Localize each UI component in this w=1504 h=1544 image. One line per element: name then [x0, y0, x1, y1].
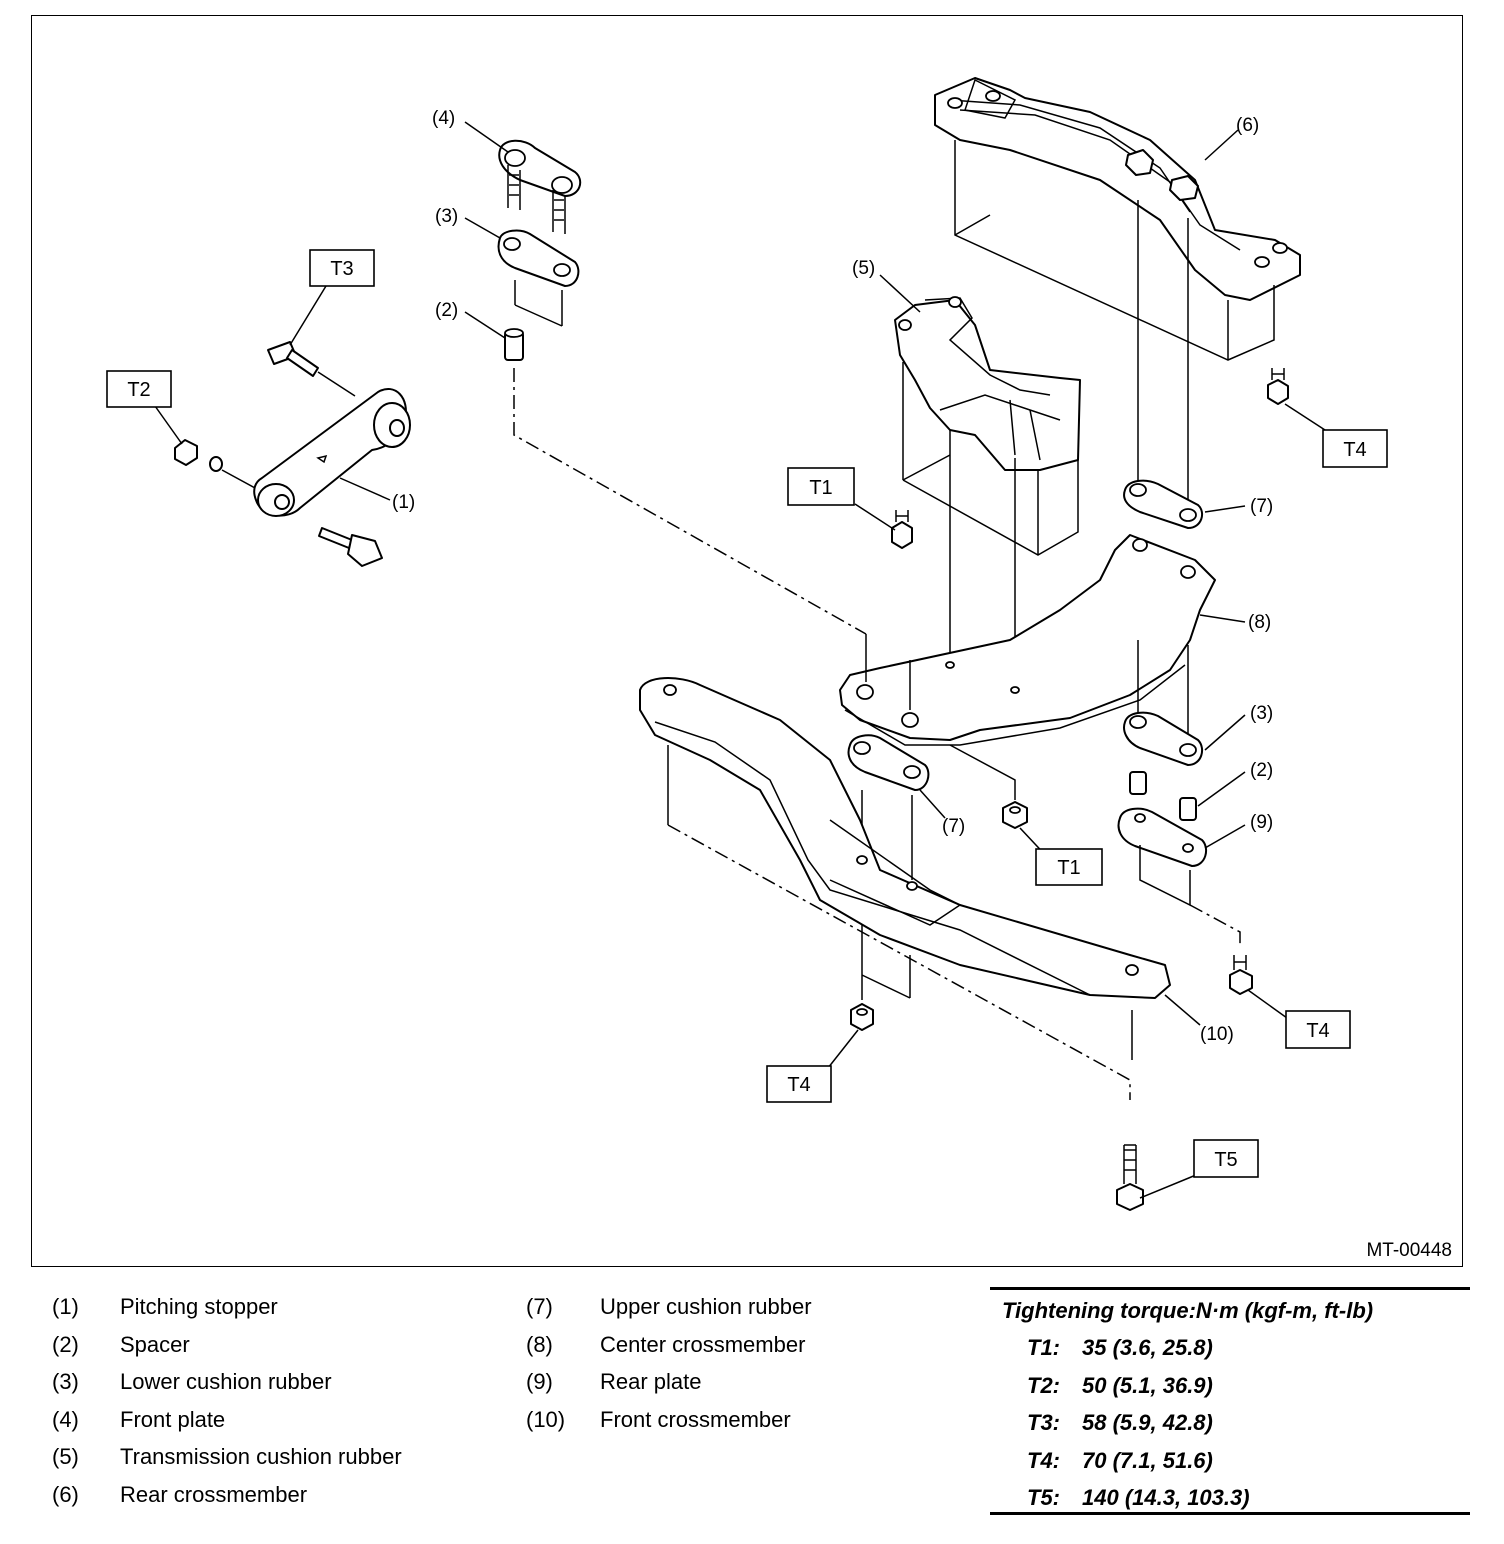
callout-9: (9)	[1250, 812, 1273, 833]
torque-value: 140 (14.3, 103.3)	[1082, 1485, 1250, 1510]
legend-number: (7)	[526, 1294, 553, 1319]
legend-part-name: Rear plate	[600, 1369, 702, 1394]
legend-part-name: Lower cushion rubber	[120, 1369, 332, 1394]
rear-plate	[1117, 807, 1241, 948]
t3-bolt	[267, 341, 356, 397]
center-crossmember	[839, 534, 1216, 800]
svg-text:T1: T1	[809, 477, 832, 499]
t1-upper-bolt	[891, 510, 913, 549]
lower-cushion-rubber-top	[497, 229, 580, 327]
torque-value: 35 (3.6, 25.8)	[1082, 1335, 1213, 1360]
lower-cushion-rubber-right	[1123, 711, 1204, 766]
callout-10: (10)	[1200, 1024, 1234, 1045]
callout-5: (5)	[852, 258, 875, 279]
spacer-top	[504, 328, 524, 361]
torque-table: Tightening torque:N·m (kgf-m, ft-lb) T1:…	[990, 1287, 1470, 1515]
torque-box-t3: T3	[309, 249, 375, 287]
torque-box-t5: T5	[1193, 1139, 1259, 1178]
legend-part-name: Rear crossmember	[120, 1482, 308, 1507]
legend-number: (6)	[52, 1482, 79, 1507]
legend-part-name: Transmission cushion rubber	[120, 1444, 402, 1469]
svg-text:T3: T3	[330, 258, 353, 280]
svg-text:T4: T4	[1306, 1020, 1329, 1042]
legend-number: (4)	[52, 1407, 79, 1432]
svg-text:T4: T4	[1343, 439, 1366, 461]
torque-key: T2:	[1027, 1373, 1060, 1398]
spacer-right	[1129, 771, 1197, 821]
legend-part-name: Front crossmember	[600, 1407, 791, 1432]
callout-6: (6)	[1236, 115, 1259, 136]
legend-number: (2)	[52, 1332, 79, 1357]
legend-number: (9)	[526, 1369, 553, 1394]
transmission-cushion-rubber	[894, 296, 1081, 690]
rear-crossmember	[934, 77, 1301, 505]
callout-2-top: (2)	[435, 300, 458, 321]
svg-text:T2: T2	[127, 379, 150, 401]
legend-part-name: Pitching stopper	[120, 1294, 278, 1319]
t1-lower-nut	[1002, 801, 1028, 829]
legend-number: (1)	[52, 1294, 79, 1319]
torque-key: T5:	[1027, 1485, 1060, 1510]
torque-value: 70 (7.1, 51.6)	[1082, 1448, 1213, 1473]
legend-part-name: Front plate	[120, 1407, 226, 1432]
torque-table-title: Tightening torque:N·m (kgf-m, ft-lb)	[1002, 1298, 1374, 1323]
legend-number: (10)	[526, 1407, 566, 1432]
torque-box-t1-lower: T1	[1035, 848, 1103, 886]
callout-2-right: (2)	[1250, 760, 1273, 781]
callout-1: (1)	[392, 492, 415, 513]
legend-number: (3)	[52, 1369, 79, 1394]
callout-7-left: (7)	[942, 816, 965, 837]
t4-right-bolt	[1229, 955, 1253, 995]
figure-id: MT-00448	[1366, 1240, 1452, 1261]
svg-text:T5: T5	[1214, 1149, 1237, 1171]
front-crossmember	[639, 677, 1171, 1100]
callout-4: (4)	[432, 108, 455, 129]
callout-3-right: (3)	[1250, 703, 1273, 724]
torque-box-t4-right: T4	[1285, 1010, 1351, 1049]
pitching-stopper	[253, 387, 411, 517]
svg-text:T1: T1	[1057, 857, 1080, 879]
torque-box-t2: T2	[106, 370, 172, 408]
t4-left-nut	[850, 1003, 874, 1031]
torque-key: T4:	[1027, 1448, 1060, 1473]
legend-number: (5)	[52, 1444, 79, 1469]
torque-box-t4-left: T4	[766, 1065, 832, 1103]
torque-box-t1-upper: T1	[787, 467, 855, 506]
callout-7-right: (7)	[1250, 496, 1273, 517]
callout-8: (8)	[1248, 612, 1271, 633]
t2-nut	[174, 439, 256, 489]
legend-part-name: Upper cushion rubber	[600, 1294, 812, 1319]
svg-text:T4: T4	[787, 1074, 810, 1096]
stopper-lower-bolt	[318, 527, 383, 567]
torque-key: T1:	[1027, 1335, 1060, 1360]
torque-value: 50 (5.1, 36.9)	[1082, 1373, 1213, 1398]
torque-key: T3:	[1027, 1410, 1060, 1435]
front-plate	[498, 139, 582, 234]
rear-t4-bolt	[1267, 368, 1289, 405]
legend-part-name: Spacer	[120, 1332, 190, 1357]
diagram-frame	[31, 15, 1463, 1267]
callout-3-top: (3)	[435, 206, 458, 227]
legend-part-name: Center crossmember	[600, 1332, 806, 1357]
t5-bolt	[1116, 1144, 1144, 1211]
upper-cushion-rubber-right	[1123, 479, 1204, 529]
torque-value: 58 (5.9, 42.8)	[1082, 1410, 1213, 1435]
callout-labels: (4) (3) (2) (5) (6) (1) (7) (8) (3) (2) …	[392, 108, 1273, 1045]
torque-box-t4-rear: T4	[1322, 429, 1388, 468]
legend-number: (8)	[526, 1332, 553, 1357]
